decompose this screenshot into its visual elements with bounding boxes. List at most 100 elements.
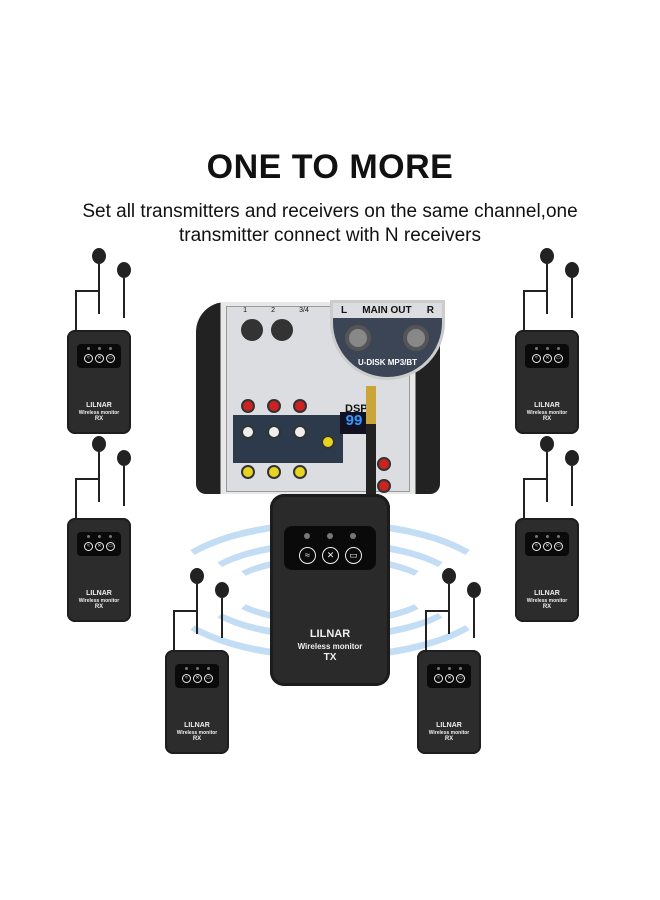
earphone-icon bbox=[540, 248, 554, 264]
main-out-label: MAIN OUT bbox=[362, 305, 412, 316]
mute-icon[interactable]: ✕ bbox=[95, 542, 104, 551]
earphone-cable bbox=[546, 452, 548, 502]
led bbox=[557, 347, 560, 350]
earphone-cable bbox=[173, 610, 197, 650]
mute-icon[interactable]: ✕ bbox=[543, 542, 552, 551]
rx-brand: LILNAR bbox=[184, 722, 210, 729]
mute-icon[interactable]: ✕ bbox=[95, 354, 104, 363]
led bbox=[546, 347, 549, 350]
earphone-cable bbox=[523, 478, 547, 518]
wifi-icon[interactable]: ≈ bbox=[84, 354, 93, 363]
earphone-cable bbox=[75, 290, 99, 330]
wifi-icon[interactable]: ≈ bbox=[434, 674, 443, 683]
led bbox=[87, 535, 90, 538]
led bbox=[350, 533, 356, 539]
aux-knob[interactable] bbox=[267, 465, 281, 479]
led bbox=[535, 535, 538, 538]
battery-icon[interactable]: ▭ bbox=[554, 354, 563, 363]
audio-plug-adapter bbox=[366, 386, 376, 494]
earphone-icon bbox=[565, 262, 579, 278]
led bbox=[557, 535, 560, 538]
channel-label: 3/4 bbox=[299, 307, 309, 314]
channel-label: 1 bbox=[243, 307, 247, 314]
receiver-rx: ≈ ✕ ▭ LILNAR Wireless monitor RX bbox=[515, 330, 579, 434]
rx-model: Wireless monitor bbox=[78, 598, 120, 604]
rx-screen: ≈ ✕ ▭ bbox=[77, 532, 121, 556]
rx-brand: LILNAR bbox=[436, 722, 462, 729]
rx-model: Wireless monitor bbox=[428, 730, 470, 736]
eq-knob[interactable] bbox=[241, 425, 255, 439]
receiver-rx: ≈ ✕ ▭ LILNAR Wireless monitor RX bbox=[67, 330, 131, 434]
battery-icon[interactable]: ▭ bbox=[456, 674, 465, 683]
aux-knob[interactable] bbox=[321, 435, 335, 449]
gain-knob[interactable] bbox=[267, 399, 281, 413]
mute-icon[interactable]: ✕ bbox=[445, 674, 454, 683]
tx-model: Wireless monitor bbox=[297, 642, 363, 651]
gain-knob[interactable] bbox=[293, 399, 307, 413]
led bbox=[448, 667, 451, 670]
channel-labels: 1 2 3/4 bbox=[231, 307, 321, 314]
right-label: R bbox=[426, 305, 434, 316]
led bbox=[98, 535, 101, 538]
tx-type: TX bbox=[323, 652, 337, 663]
main-knob[interactable] bbox=[377, 457, 391, 471]
earphone-cable bbox=[123, 466, 125, 506]
tx-screen: ≈ ✕ ▭ bbox=[284, 526, 376, 570]
earphone-icon bbox=[92, 248, 106, 264]
led bbox=[459, 667, 462, 670]
battery-icon[interactable]: ▭ bbox=[106, 354, 115, 363]
eq-knob[interactable] bbox=[267, 425, 281, 439]
earphone-icon bbox=[540, 436, 554, 452]
mute-icon[interactable]: ✕ bbox=[193, 674, 202, 683]
led bbox=[109, 347, 112, 350]
battery-icon[interactable]: ▭ bbox=[106, 542, 115, 551]
mute-icon[interactable]: ✕ bbox=[543, 354, 552, 363]
earphone-cable bbox=[571, 466, 573, 506]
mute-icon[interactable]: ✕ bbox=[322, 547, 339, 564]
earphone-cable bbox=[221, 598, 223, 638]
aux-knob[interactable] bbox=[241, 465, 255, 479]
earphone-icon bbox=[442, 568, 456, 584]
rx-brand: LILNAR bbox=[86, 590, 112, 597]
led bbox=[109, 535, 112, 538]
led bbox=[207, 667, 210, 670]
eq-knob[interactable] bbox=[293, 425, 307, 439]
earphone-cable bbox=[98, 452, 100, 502]
xlr-input bbox=[271, 319, 293, 341]
earphone-cable bbox=[123, 278, 125, 318]
led bbox=[327, 533, 333, 539]
earphone-cable bbox=[98, 264, 100, 314]
battery-icon[interactable]: ▭ bbox=[204, 674, 213, 683]
main-knob[interactable] bbox=[377, 479, 391, 493]
wifi-icon[interactable]: ≈ bbox=[84, 542, 93, 551]
aux-knob[interactable] bbox=[293, 465, 307, 479]
earphone-cable bbox=[473, 598, 475, 638]
rx-type: RX bbox=[444, 736, 454, 742]
wifi-icon[interactable]: ≈ bbox=[532, 542, 541, 551]
earphone-icon bbox=[565, 450, 579, 466]
wifi-icon[interactable]: ≈ bbox=[182, 674, 191, 683]
led bbox=[196, 667, 199, 670]
earphone-cable bbox=[571, 278, 573, 318]
channel-label: 2 bbox=[271, 307, 276, 314]
battery-icon[interactable]: ▭ bbox=[345, 547, 362, 564]
wifi-icon[interactable]: ≈ bbox=[532, 354, 541, 363]
led bbox=[304, 533, 310, 539]
earphone-cable bbox=[75, 478, 99, 518]
gain-knob[interactable] bbox=[241, 399, 255, 413]
earphone-icon bbox=[117, 450, 131, 466]
earphone-cable bbox=[425, 610, 449, 650]
xlr-input bbox=[241, 319, 263, 341]
usb-label: U-DISK MP3/BT bbox=[357, 358, 418, 367]
earphone-cable bbox=[196, 584, 198, 634]
rx-type: RX bbox=[542, 604, 552, 610]
wifi-icon[interactable]: ≈ bbox=[299, 547, 316, 564]
rx-model: Wireless monitor bbox=[526, 598, 568, 604]
jack-left bbox=[345, 325, 371, 351]
led bbox=[535, 347, 538, 350]
tx-brand: LILNAR bbox=[309, 628, 351, 640]
led bbox=[87, 347, 90, 350]
battery-icon[interactable]: ▭ bbox=[554, 542, 563, 551]
earphone-cable bbox=[523, 290, 547, 330]
